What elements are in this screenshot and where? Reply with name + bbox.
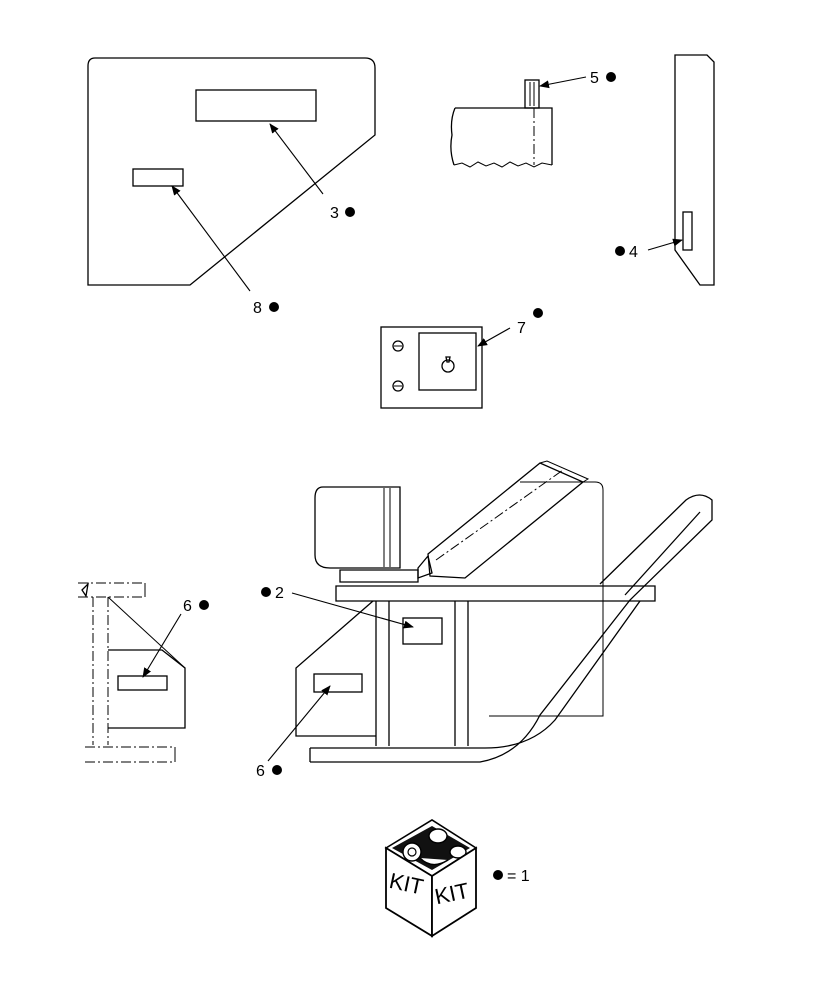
callout-2-number: 2 (275, 585, 284, 602)
callout-3-number: 3 (330, 205, 339, 222)
frame-detail (78, 582, 186, 763)
callout-6b-number: 6 (256, 763, 265, 780)
callout-8: 8 (253, 300, 279, 317)
tank-fragment (450, 79, 553, 168)
decal-5 (524, 79, 540, 109)
callout-4-number: 4 (629, 244, 638, 261)
callout-7: 7 (517, 308, 543, 337)
callout-2: 2 (261, 585, 284, 602)
marker-dot-icon (615, 246, 625, 256)
decal-7 (418, 332, 477, 391)
callout-6a-number: 6 (183, 598, 192, 615)
kit-box-icon: KIT KIT (384, 819, 478, 938)
marker-dot-icon (493, 870, 503, 880)
decal-6b (313, 673, 363, 693)
callout-4: 4 (615, 244, 638, 261)
keyhole-icon (441, 359, 455, 373)
kit-legend: = 1 (493, 868, 530, 885)
marker-dot-icon (199, 600, 209, 610)
callout-8-number: 8 (253, 300, 262, 317)
callout-5: 5 (590, 70, 616, 87)
mount-plate (380, 326, 483, 409)
callout-6-right: 6 (256, 763, 282, 780)
callout-3: 3 (330, 205, 355, 222)
callout-7-number: 7 (517, 320, 526, 337)
decal-4 (682, 211, 693, 251)
marker-dot-icon (272, 765, 282, 775)
marker-dot-icon (345, 207, 355, 217)
callout-5-number: 5 (590, 70, 599, 87)
decal-6a (117, 675, 168, 691)
marker-dot-icon (533, 308, 543, 318)
marker-dot-icon (261, 587, 271, 597)
main-assembly (295, 460, 713, 763)
decal-8 (132, 168, 184, 187)
callout-6-left: 6 (183, 598, 209, 615)
marker-dot-icon (606, 72, 616, 82)
decal-3 (195, 89, 317, 122)
kit-legend-text: = 1 (507, 868, 530, 885)
decal-2 (402, 617, 443, 645)
side-panel (87, 57, 376, 286)
marker-dot-icon (269, 302, 279, 312)
vertical-strip (674, 54, 715, 286)
